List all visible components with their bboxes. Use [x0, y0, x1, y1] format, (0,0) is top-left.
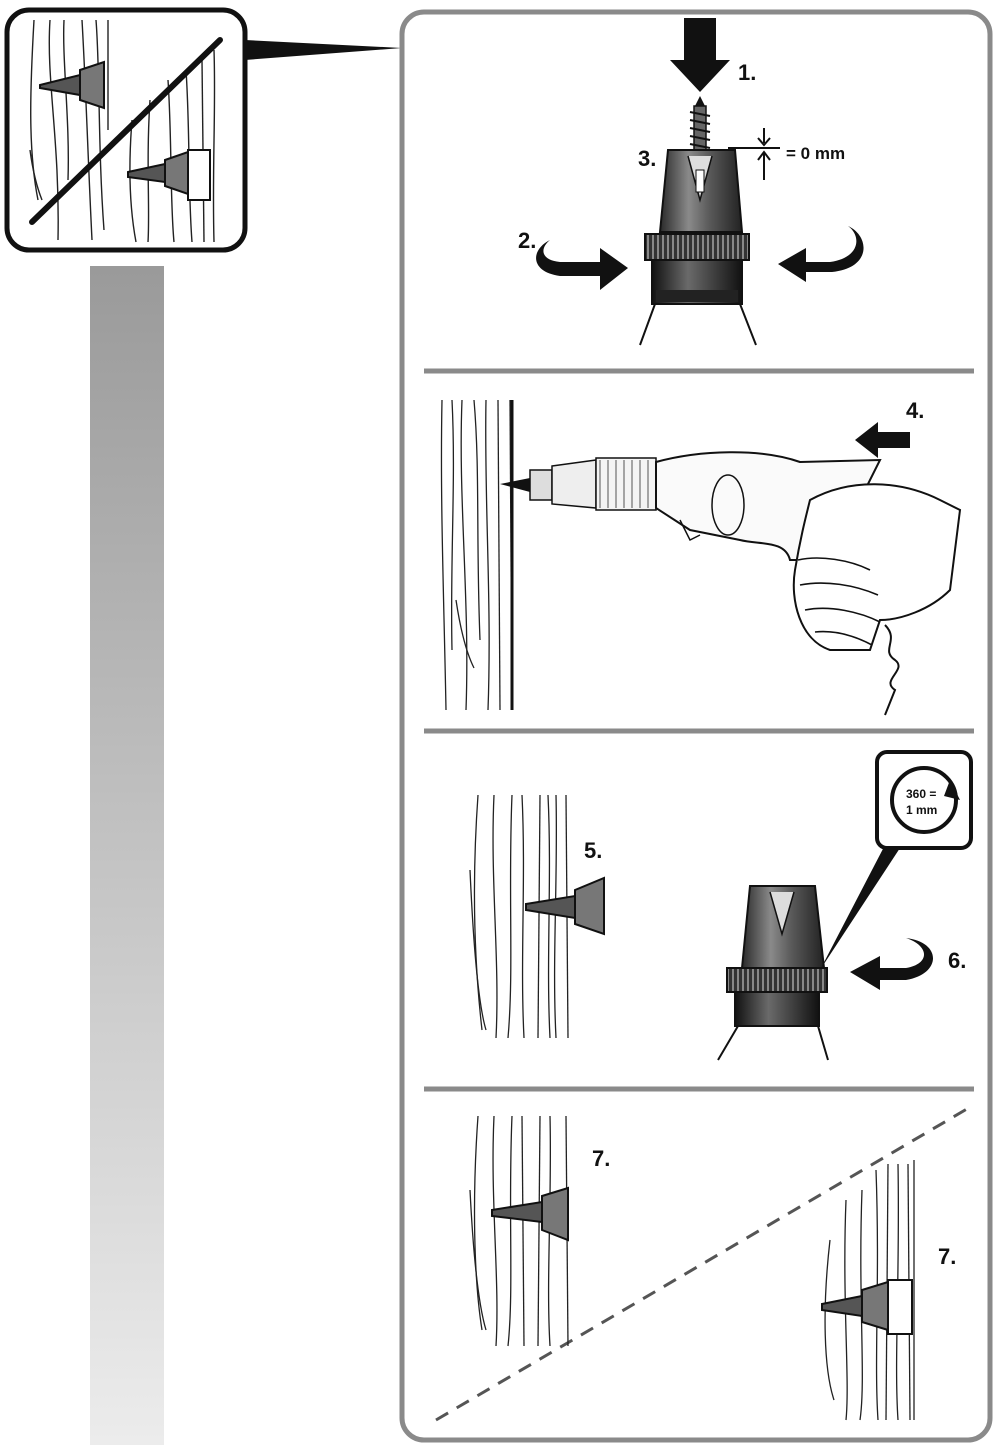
step-6-label: 6. [948, 948, 966, 973]
rotation-distance: 1 mm [906, 803, 937, 817]
step-4-label: 4. [906, 398, 924, 423]
gap-label: = 0 mm [786, 144, 845, 163]
callout-connector [245, 40, 402, 60]
step-5-label: 5. [584, 838, 602, 863]
step-7b-label: 7. [938, 1244, 956, 1269]
step-7a-label: 7. [592, 1146, 610, 1171]
step-1-label: 1. [738, 60, 756, 85]
rotation-value: 360 = [906, 787, 936, 801]
gradient-side-bar [90, 266, 164, 1445]
locking-ring [645, 234, 749, 260]
step-3-label: 3. [638, 146, 656, 171]
step-2-label: 2. [518, 228, 536, 253]
thumbnail-preview [7, 10, 245, 250]
